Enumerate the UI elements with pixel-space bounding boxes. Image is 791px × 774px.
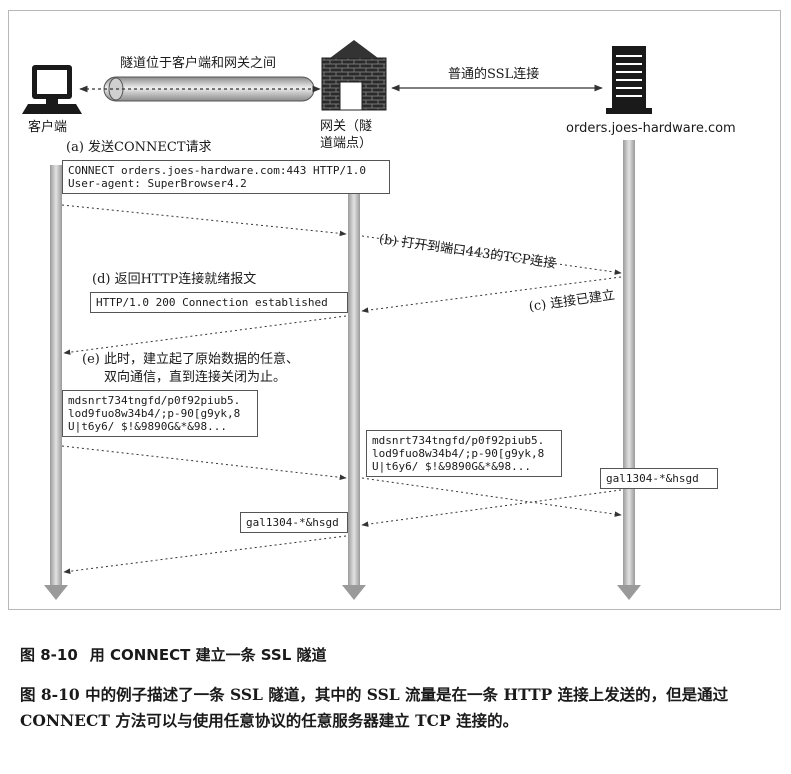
body-paragraph: 图 8-10 中的例子描述了一条 SSL 隧道，其中的 SSL 流量是在一条 H… <box>20 685 729 730</box>
ssl-link-label: 普通的SSL连接 <box>448 67 540 82</box>
figure-caption: 图 8-10 用 CONNECT 建立一条 SSL 隧道 <box>20 644 339 665</box>
gateway-firewall-icon <box>321 40 387 111</box>
server-lifeline <box>617 140 641 600</box>
server-reply-box: gal1304-*&hsgd <box>600 468 718 489</box>
figure-number: 图 8-10 <box>20 646 78 664</box>
client-lifeline <box>44 165 68 600</box>
data-line-2: lod9fuo8w34b4/;p-90[g9yk,8 <box>68 407 241 420</box>
step-a-label: (a) 发送CONNECT请求 <box>66 140 212 155</box>
connect-request-box: CONNECT orders.joes-hardware.com:443 HTT… <box>62 160 390 194</box>
gateway-reply-box: gal1304-*&hsgd <box>240 512 348 533</box>
user-agent-line: User-agent: SuperBrowser4.2 <box>68 177 247 190</box>
figure-title: 用 CONNECT 建立一条 SSL 隧道 <box>89 646 327 664</box>
tunnel-label: 隧道位于客户端和网关之间 <box>120 56 277 71</box>
gateway-lifeline <box>342 165 366 600</box>
arrow-d-ready-response <box>63 315 347 355</box>
arrow-e-return-data <box>63 535 347 574</box>
figure-frame <box>8 10 781 610</box>
client-computer-icon <box>22 65 82 114</box>
arrow-e-server-data <box>361 489 622 527</box>
arrow-c-connected <box>361 276 622 313</box>
http-200-line: HTTP/1.0 200 Connection established <box>96 296 328 309</box>
data-line-1: mdsnrt734tngfd/p0f92piub5. <box>68 394 241 407</box>
arrow-b-open-tcp <box>361 235 622 275</box>
connect-request-line: CONNECT orders.joes-hardware.com:443 HTT… <box>68 164 367 177</box>
gateway-label-line2: 道端点） <box>320 136 373 151</box>
tunnel-sequence-diagram <box>22 40 652 600</box>
forwarded-data-box: mdsnrt734tngfd/p0f92piub5.lod9fuo8w34b4/… <box>366 430 562 477</box>
server-label: orders.joes-hardware.com <box>566 121 736 136</box>
server-reply-text: gal1304-*&hsgd <box>606 472 699 485</box>
client-label: 客户端 <box>28 120 68 135</box>
forwarded-data-line-3: U|t6y6/ $!&9890G&*&98... <box>372 460 531 473</box>
step-e-label-line2: 双向通信，直到连接关闭为止。 <box>104 370 287 385</box>
server-icon <box>606 46 652 114</box>
forwarded-data-line-2: lod9fuo8w34b4/;p-90[g9yk,8 <box>372 447 545 460</box>
gateway-reply-text: gal1304-*&hsgd <box>246 516 339 529</box>
data-line-3: U|t6y6/ $!&9890G&*&98... <box>68 420 227 433</box>
client-data-box: mdsnrt734tngfd/p0f92piub5.lod9fuo8w34b4/… <box>62 390 258 437</box>
arrow-e-forward-data <box>361 477 622 517</box>
forwarded-data-line-1: mdsnrt734tngfd/p0f92piub5. <box>372 434 545 447</box>
arrow-e-client-data <box>61 445 347 481</box>
arrow-a-connect-request <box>61 204 347 237</box>
step-e-label-line1: (e) 此时，建立起了原始数据的任意、 <box>82 352 299 367</box>
http-200-box: HTTP/1.0 200 Connection established <box>90 292 348 313</box>
step-d-label: (d) 返回HTTP连接就绪报文 <box>92 272 257 287</box>
gateway-label-line1: 网关（隧 <box>320 119 373 134</box>
